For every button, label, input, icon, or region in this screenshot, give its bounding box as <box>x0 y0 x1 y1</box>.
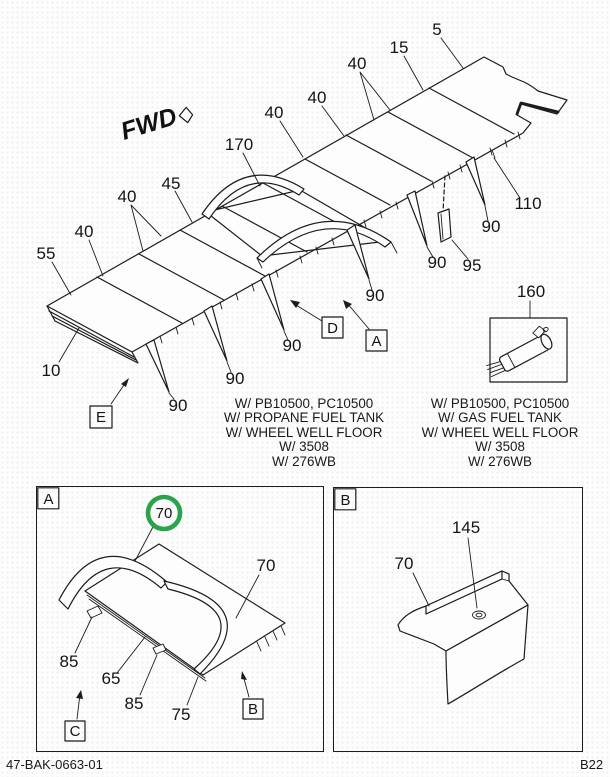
panel-a-callout-65: 65 <box>102 669 121 688</box>
callout-40-1: 40 <box>348 54 367 73</box>
floor-outline <box>46 56 568 353</box>
callout-160: 160 <box>517 282 545 301</box>
main-assembly-drawing: FWD 5 15 40 40 40 170 45 40 40 55 10 90 … <box>37 20 568 429</box>
callout-40-4: 40 <box>118 187 137 206</box>
callout-45: 45 <box>162 174 181 193</box>
note-line: W/ GAS FUEL TANK <box>437 410 562 426</box>
plug-hole <box>472 610 486 620</box>
note-line: W/ WHEEL WELL FLOOR <box>421 424 579 440</box>
callout-10: 10 <box>42 361 61 380</box>
callout-40-5: 40 <box>75 222 94 241</box>
fwd-arrow-icon <box>178 106 194 124</box>
panel-a-callout-70-circled: 70 <box>156 505 173 522</box>
note-line: W/ 3508 <box>475 439 525 455</box>
panel-a-corner-label: A <box>43 491 53 508</box>
edge-ticks <box>159 131 521 344</box>
drawing-number: 47-BAK-0663-01 <box>6 757 103 772</box>
reference-letter-d: D <box>327 320 338 337</box>
note-line: W/ 3508 <box>279 439 329 455</box>
reference-letter-e: E <box>96 409 106 426</box>
callout-90-4: 90 <box>366 286 385 305</box>
callout-90-5: 90 <box>428 253 447 272</box>
left-sill-edge <box>46 305 139 364</box>
reference-letter-a: A <box>371 333 381 350</box>
mount-tab <box>86 605 103 619</box>
reference-letter-c: C <box>70 723 81 740</box>
reference-letter-b: B <box>248 701 258 718</box>
callout-90-1: 90 <box>169 396 188 415</box>
variant-note-propane: W/ PB10500, PC10500 W/ PROPANE FUEL TANK… <box>194 396 414 469</box>
callout-5: 5 <box>432 20 441 39</box>
corner-bracket-drawing <box>397 570 529 705</box>
panel-b-callout-70: 70 <box>395 554 414 573</box>
callout-55: 55 <box>37 244 56 263</box>
note-line: W/ PB10500, PC10500 <box>234 396 374 411</box>
highlight-circle-70 <box>145 494 183 532</box>
panel-a-leaders <box>74 524 260 706</box>
hanging-gussets <box>145 156 486 393</box>
callout-leaders <box>51 37 531 400</box>
callout-15: 15 <box>390 38 409 57</box>
detail-panel-b: B 145 70 <box>333 487 583 752</box>
callout-40-2: 40 <box>308 88 327 107</box>
panel-a-callout-70: 70 <box>257 556 276 575</box>
note-line: W/ WHEEL WELL FLOOR <box>225 424 383 440</box>
panel-a-callout-85-2: 85 <box>125 694 144 713</box>
fwd-direction-label: FWD <box>118 102 194 146</box>
panel-a-drawing: A 70 70 85 65 85 75 <box>37 487 286 742</box>
callout-95: 95 <box>463 256 482 275</box>
callout-90-3: 90 <box>283 336 302 355</box>
note-line: W/ PB10500, PC10500 <box>430 396 570 411</box>
note-line: W/ 276WB <box>272 453 336 469</box>
floor-panel-drawing <box>46 56 568 393</box>
right-arch <box>163 580 228 675</box>
page-code: B22 <box>580 757 604 772</box>
fwd-text: FWD <box>118 102 181 145</box>
reference-marker-c: C <box>64 690 86 742</box>
rear-wheel-arch <box>201 174 305 220</box>
callout-110: 110 <box>514 194 541 213</box>
panel-b-leaders <box>412 537 478 609</box>
fuel-line-part-160 <box>486 325 553 378</box>
bracket-95 <box>437 208 452 243</box>
reference-marker-a: A <box>343 300 388 352</box>
detail-box-160 <box>486 317 568 383</box>
cross-ribs <box>96 87 515 324</box>
callout-90-6: 90 <box>482 217 501 236</box>
wheel-well-floor-drawing <box>58 543 286 682</box>
reference-marker-b: B <box>241 671 264 720</box>
reference-marker-e: E <box>89 378 129 429</box>
note-line: W/ 276WB <box>468 453 532 469</box>
detail-panel-a: A 70 70 85 65 85 75 <box>36 486 324 752</box>
front-wheel-arch <box>256 220 392 263</box>
panel-b-corner-label: B <box>340 492 350 509</box>
panel-b-drawing: B 145 70 <box>334 488 529 705</box>
callout-40-3: 40 <box>265 103 284 122</box>
mount-clip <box>152 643 167 655</box>
reference-marker-d: D <box>290 300 344 339</box>
callout-90-2: 90 <box>226 369 245 388</box>
panel-b-callout-145: 145 <box>452 518 480 537</box>
note-line: W/ PROPANE FUEL TANK <box>223 410 385 426</box>
front-flange <box>445 604 529 705</box>
panel-a-callout-85-1: 85 <box>60 652 79 671</box>
variant-note-gas: W/ PB10500, PC10500 W/ GAS FUEL TANK W/ … <box>390 396 610 469</box>
left-arch <box>58 555 168 610</box>
panel-a-callout-75: 75 <box>172 705 191 724</box>
callout-170: 170 <box>225 135 253 154</box>
